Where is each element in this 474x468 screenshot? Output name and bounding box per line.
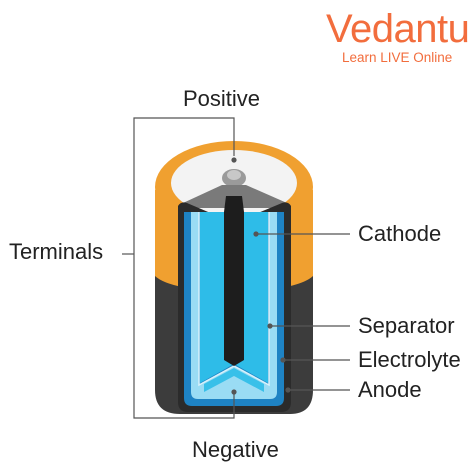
label-terminals: Terminals [9,239,104,264]
bottom-fold [204,368,264,392]
vedantu-logo: Vedantu Learn LIVE Online [322,6,470,68]
leader-lines [231,157,350,395]
logo-tagline: Learn LIVE Online [342,50,453,65]
label-anode: Anode [358,377,422,402]
terminals-bracket [122,117,235,419]
central-core [224,196,244,366]
label-cathode: Cathode [358,221,442,246]
cathode-layer [200,212,268,383]
label-electrolyte: Electrolyte [358,347,461,372]
label-positive: Positive [183,86,261,111]
logo-wordmark: Vedantu [326,7,470,51]
label-separator: Separator [358,313,455,338]
label-negative: Negative [192,437,279,462]
